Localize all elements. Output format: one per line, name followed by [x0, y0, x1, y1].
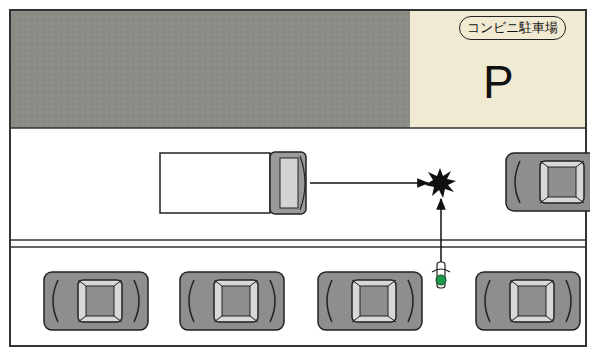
- parking-sign: コンビニ駐車場: [459, 16, 566, 40]
- truck-path: [310, 182, 428, 184]
- parked-cars: [44, 272, 580, 330]
- cyclist: [432, 262, 450, 288]
- parking-lot: [410, 10, 586, 128]
- parking-area: P コンビニ駐車場: [410, 10, 586, 128]
- parking-letter: P: [483, 55, 514, 109]
- collision-mark: [425, 168, 456, 198]
- place-label: コンビニ駐車場: [467, 19, 558, 37]
- building-area: [10, 10, 410, 128]
- bicycle-path: [440, 199, 442, 264]
- truck: [160, 152, 306, 214]
- oncoming-car: [506, 153, 590, 211]
